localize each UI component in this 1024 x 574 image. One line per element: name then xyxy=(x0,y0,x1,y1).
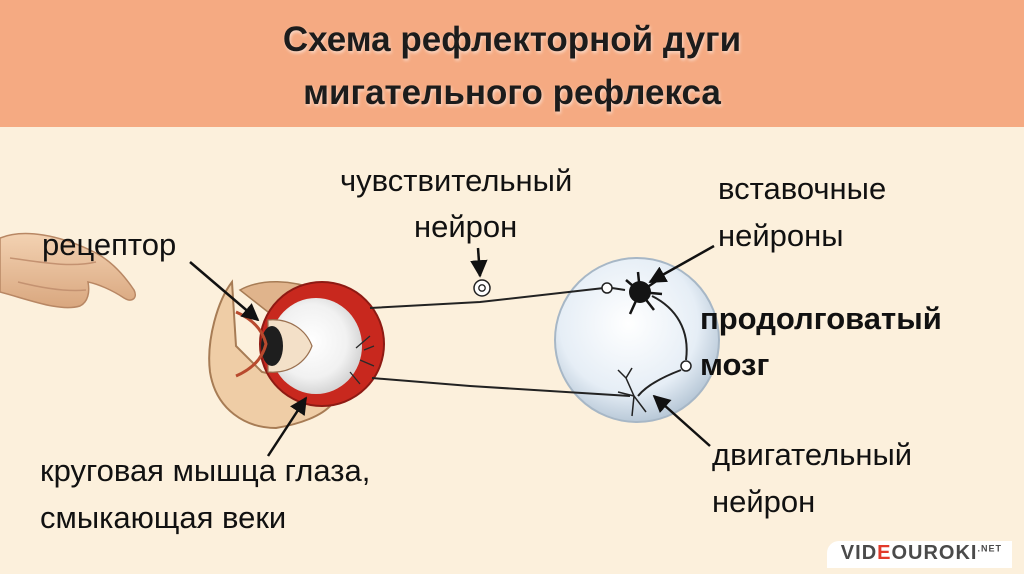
interneuron xyxy=(611,271,688,361)
title-banner: Схема рефлекторной дуги мигательного реф… xyxy=(0,0,1024,127)
label-eye-muscle-line-2: смыкающая веки xyxy=(40,500,287,535)
sensory-neuron-body xyxy=(473,279,491,297)
label-interneurons-line-2: нейроны xyxy=(718,218,844,253)
label-eye-muscle-line-1: круговая мышца глаза, xyxy=(40,453,371,488)
title-line-2: мигательного рефлекса xyxy=(303,73,721,112)
arrow-to-receptor xyxy=(189,261,260,322)
medulla-oblongata xyxy=(554,257,720,423)
arrow-to-sensory-neuron xyxy=(470,247,488,278)
arrow-to-eye-muscle xyxy=(266,396,308,457)
label-sensory-neuron-line-2: нейрон xyxy=(414,209,518,244)
label-medulla-line-1: продолговатый xyxy=(700,301,942,336)
arrow-to-interneuron xyxy=(648,244,715,284)
label-motor-neuron-line-1: двигательный xyxy=(712,437,913,472)
label-medulla-line-2: мозг xyxy=(700,347,770,382)
pointing-hand xyxy=(0,232,136,309)
label-receptor: рецептор xyxy=(42,227,177,262)
synapse-terminal-2 xyxy=(680,360,692,372)
label-interneurons-line-1: вставочные xyxy=(718,171,887,206)
arrow-to-motor-neuron xyxy=(652,394,711,447)
label-sensory-neuron-line-1: чувствительный xyxy=(340,163,573,198)
label-motor-neuron-line-2: нейрон xyxy=(712,484,816,519)
videouroki-logo: VIDEOUROKI.NET xyxy=(826,541,1012,568)
title-line-1: Схема рефлекторной дуги xyxy=(282,20,742,59)
sensory-nerve-fiber xyxy=(369,287,605,309)
motor-neuron-branches xyxy=(617,367,682,417)
motor-nerve-fiber xyxy=(371,377,631,397)
synapse-terminal-1 xyxy=(601,282,613,294)
eye-section xyxy=(208,279,385,430)
